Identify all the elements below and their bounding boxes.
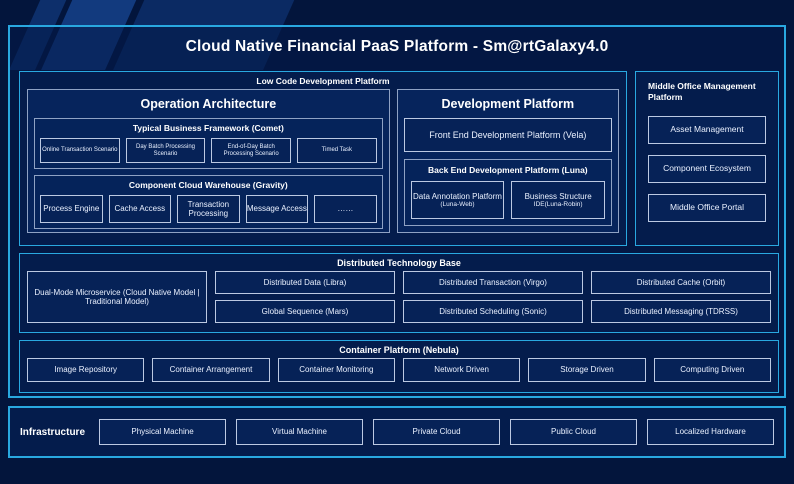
panel-operation-architecture[interactable]: Operation Architecture Typical Business … bbox=[27, 89, 390, 233]
development-platform-title: Development Platform bbox=[441, 97, 575, 111]
node-cache-access[interactable]: Cache Access bbox=[108, 195, 172, 223]
low-code-title: Low Code Development Platform bbox=[256, 76, 390, 86]
node-data-annotation-platform[interactable]: Data Annotation Platform (Luna-Web) bbox=[410, 181, 505, 219]
node-global-sequence[interactable]: Global Sequence (Mars) bbox=[215, 300, 395, 323]
panel-low-code-development-platform[interactable]: Low Code Development Platform Operation … bbox=[19, 71, 627, 246]
node-more-ellipsis[interactable]: …… bbox=[314, 195, 377, 223]
node-image-repository[interactable]: Image Repository bbox=[27, 358, 145, 382]
node-sublabel: IDE(Luna-Robin) bbox=[533, 200, 583, 208]
node-network-driven[interactable]: Network Driven bbox=[402, 358, 521, 382]
node-day-batch-processing-scenario[interactable]: Day Batch Processing Scenario bbox=[125, 138, 206, 163]
node-distributed-cache[interactable]: Distributed Cache (Orbit) bbox=[591, 271, 771, 294]
panel-infrastructure[interactable]: Infrastructure Physical Machine Virtual … bbox=[8, 406, 786, 458]
node-storage-driven[interactable]: Storage Driven bbox=[528, 358, 646, 382]
node-dual-mode-microservice[interactable]: Dual-Mode Microservice (Cloud Native Mod… bbox=[27, 271, 207, 323]
top-section: Low Code Development Platform Operation … bbox=[19, 71, 779, 246]
node-asset-management[interactable]: Asset Management bbox=[648, 115, 766, 144]
node-transaction-processing[interactable]: Transaction Processing bbox=[177, 195, 240, 223]
node-online-transaction-scenario[interactable]: Online Transaction Scenario bbox=[40, 138, 120, 163]
panel-container-platform[interactable]: Container Platform (Nebula) Image Reposi… bbox=[19, 340, 779, 393]
node-computing-driven[interactable]: Computing Driven bbox=[653, 358, 771, 382]
node-distributed-transaction[interactable]: Distributed Transaction (Virgo) bbox=[403, 271, 583, 294]
node-sublabel: (Luna-Web) bbox=[440, 200, 475, 208]
group-title: Component Cloud Warehouse (Gravity) bbox=[128, 180, 288, 190]
node-public-cloud[interactable]: Public Cloud bbox=[510, 419, 638, 445]
node-component-ecosystem[interactable]: Component Ecosystem bbox=[648, 154, 766, 183]
node-message-access[interactable]: Message Access bbox=[245, 195, 309, 223]
node-label: Data Annotation Platform bbox=[413, 191, 502, 201]
group-component-cloud-warehouse[interactable]: Component Cloud Warehouse (Gravity) Proc… bbox=[34, 175, 383, 229]
panel-middle-office-management-platform[interactable]: Middle Office Management Platform Asset … bbox=[635, 71, 779, 246]
group-back-end-development-platform[interactable]: Back End Development Platform (Luna) Dat… bbox=[403, 159, 612, 226]
node-localized-hardware[interactable]: Localized Hardware bbox=[647, 419, 775, 445]
infrastructure-label: Infrastructure bbox=[20, 426, 86, 438]
group-typical-business-framework[interactable]: Typical Business Framework (Comet) Onlin… bbox=[34, 118, 383, 169]
panel-development-platform[interactable]: Development Platform Front End Developme… bbox=[396, 89, 619, 233]
node-process-engine[interactable]: Process Engine bbox=[40, 195, 103, 223]
middle-office-title: Middle Office Management Platform bbox=[648, 81, 756, 103]
container-platform-title: Container Platform (Nebula) bbox=[339, 345, 459, 355]
page-title: Cloud Native Financial PaaS Platform - S… bbox=[185, 38, 609, 55]
panel-distributed-technology-base[interactable]: Distributed Technology Base Dual-Mode Mi… bbox=[19, 253, 779, 333]
main-architecture-frame: Cloud Native Financial PaaS Platform - S… bbox=[8, 25, 786, 398]
node-container-arrangement[interactable]: Container Arrangement bbox=[152, 358, 270, 382]
node-distributed-data[interactable]: Distributed Data (Libra) bbox=[215, 271, 395, 294]
distributed-base-title: Distributed Technology Base bbox=[337, 258, 461, 268]
node-middle-office-portal[interactable]: Middle Office Portal bbox=[648, 193, 766, 222]
node-label: Business Structure bbox=[524, 191, 592, 201]
node-timed-task[interactable]: Timed Task bbox=[297, 138, 377, 163]
node-distributed-scheduling[interactable]: Distributed Scheduling (Sonic) bbox=[403, 300, 583, 323]
operation-architecture-title: Operation Architecture bbox=[140, 97, 277, 111]
node-physical-machine[interactable]: Physical Machine bbox=[99, 419, 227, 445]
node-distributed-messaging[interactable]: Distributed Messaging (TDRSS) bbox=[591, 300, 771, 323]
node-container-monitoring[interactable]: Container Monitoring bbox=[277, 358, 395, 382]
node-private-cloud[interactable]: Private Cloud bbox=[373, 419, 501, 445]
back-end-title: Back End Development Platform (Luna) bbox=[428, 165, 588, 175]
node-virtual-machine[interactable]: Virtual Machine bbox=[236, 419, 364, 445]
node-business-structure-ide[interactable]: Business Structure IDE(Luna-Robin) bbox=[511, 181, 605, 219]
node-front-end-development-platform[interactable]: Front End Development Platform (Vela) bbox=[403, 118, 612, 152]
node-end-of-day-batch-processing-scenario[interactable]: End-of-Day Batch Processing Scenario bbox=[211, 138, 292, 163]
group-title: Typical Business Framework (Comet) bbox=[132, 123, 284, 133]
